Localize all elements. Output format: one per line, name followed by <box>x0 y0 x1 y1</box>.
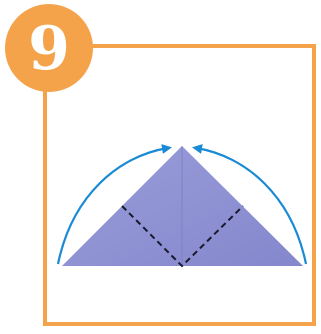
origami-fold-diagram <box>0 0 321 334</box>
